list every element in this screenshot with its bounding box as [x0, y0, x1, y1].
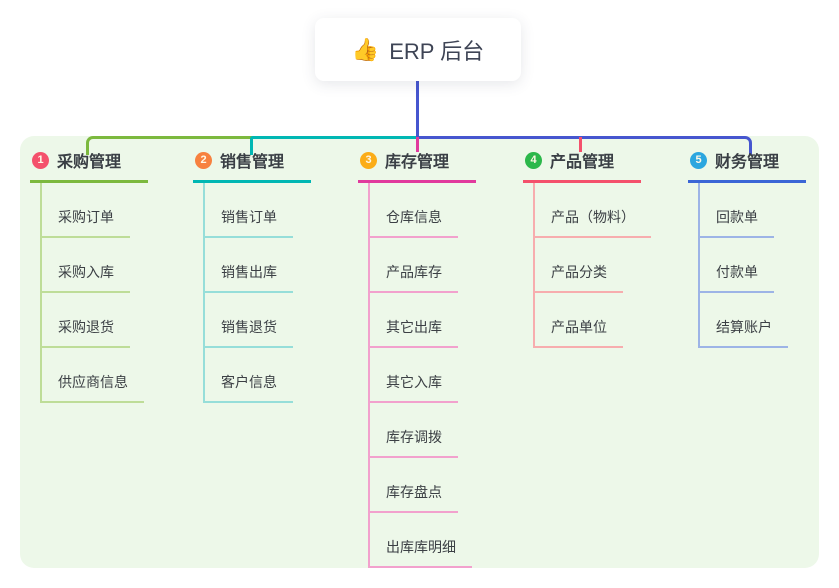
connector-elbow-branch2 [250, 136, 419, 155]
child-label: 销售出库 [205, 262, 293, 293]
child-label: 产品分类 [535, 262, 623, 293]
child-label: 采购入库 [42, 262, 130, 293]
child-label: 供应商信息 [42, 372, 144, 403]
branch-label: 销售管理 [220, 154, 285, 171]
connector-elbow-branch5 [416, 136, 752, 155]
child-label: 销售订单 [205, 207, 293, 238]
child-node[interactable]: 付款单 [700, 238, 788, 293]
branch-label: 库存管理 [385, 154, 450, 171]
child-label: 其它入库 [370, 372, 458, 403]
root-label: ERP 后台 [389, 38, 485, 64]
child-node[interactable]: 客户信息 [205, 348, 293, 403]
child-label: 客户信息 [205, 372, 293, 403]
child-node[interactable]: 回款单 [700, 183, 788, 238]
branch-number-badge: 1 [32, 151, 49, 169]
child-node[interactable]: 销售退货 [205, 293, 293, 348]
child-label: 出库库明细 [370, 537, 472, 568]
branch-children: 采购订单 采购入库 采购退货 供应商信息 [40, 183, 144, 403]
branch-number-badge: 5 [690, 151, 707, 169]
branch-5: 5 财务管理 回款单 付款单 结算账户 [688, 146, 806, 348]
child-label: 采购订单 [42, 207, 130, 238]
branches-background-panel [20, 136, 819, 568]
branch-label: 财务管理 [715, 154, 780, 171]
branch-header[interactable]: 2 销售管理 [193, 146, 311, 183]
child-node[interactable]: 库存调拨 [370, 403, 472, 458]
child-node[interactable]: 出库库明细 [370, 513, 472, 568]
branch-children: 回款单 付款单 结算账户 [698, 183, 788, 348]
child-label: 仓库信息 [370, 207, 458, 238]
child-label: 付款单 [700, 262, 774, 293]
child-node[interactable]: 产品分类 [535, 238, 651, 293]
connector-drop-branch4 [579, 137, 582, 152]
branch-children: 销售订单 销售出库 销售退货 客户信息 [203, 183, 293, 403]
child-label: 结算账户 [700, 317, 788, 348]
branch-children: 产品（物料） 产品分类 产品单位 [533, 183, 651, 348]
child-node[interactable]: 产品单位 [535, 293, 651, 348]
child-label: 产品库存 [370, 262, 458, 293]
branch-4: 4 产品管理 产品（物料） 产品分类 产品单位 [523, 146, 651, 348]
thumbs-up-icon: 👍 [351, 36, 380, 62]
child-node[interactable]: 采购入库 [42, 238, 144, 293]
branch-header[interactable]: 4 产品管理 [523, 146, 641, 183]
child-node[interactable]: 其它出库 [370, 293, 472, 348]
child-node[interactable]: 采购订单 [42, 183, 144, 238]
branch-3: 3 库存管理 仓库信息 产品库存 其它出库 其它入库 库存调拨 库存盘点 出库库… [358, 146, 476, 568]
branch-2: 2 销售管理 销售订单 销售出库 销售退货 客户信息 [193, 146, 311, 403]
child-node[interactable]: 产品库存 [370, 238, 472, 293]
child-label: 回款单 [700, 207, 774, 238]
child-label: 产品单位 [535, 317, 623, 348]
branch-children: 仓库信息 产品库存 其它出库 其它入库 库存调拨 库存盘点 出库库明细 [368, 183, 472, 568]
child-label: 库存调拨 [370, 427, 458, 458]
root-connector-stem [416, 80, 419, 136]
child-label: 其它出库 [370, 317, 458, 348]
child-node[interactable]: 库存盘点 [370, 458, 472, 513]
connector-drop-branch3 [416, 137, 419, 152]
child-node[interactable]: 供应商信息 [42, 348, 144, 403]
child-node[interactable]: 结算账户 [700, 293, 788, 348]
child-node[interactable]: 采购退货 [42, 293, 144, 348]
child-label: 产品（物料） [535, 207, 651, 238]
child-label: 库存盘点 [370, 482, 458, 513]
child-node[interactable]: 其它入库 [370, 348, 472, 403]
branch-header[interactable]: 3 库存管理 [358, 146, 476, 183]
branch-label: 采购管理 [57, 154, 122, 171]
branch-number-badge: 2 [195, 151, 212, 169]
root-node[interactable]: 👍 ERP 后台 [315, 18, 521, 81]
child-label: 采购退货 [42, 317, 130, 348]
child-node[interactable]: 仓库信息 [370, 183, 472, 238]
child-node[interactable]: 销售订单 [205, 183, 293, 238]
branch-header[interactable]: 1 采购管理 [30, 146, 148, 183]
branch-1: 1 采购管理 采购订单 采购入库 采购退货 供应商信息 [30, 146, 148, 403]
branch-number-badge: 4 [525, 151, 542, 169]
connector-elbow-branch1 [86, 136, 253, 155]
branch-number-badge: 3 [360, 151, 377, 169]
child-node[interactable]: 产品（物料） [535, 183, 651, 238]
branch-label: 产品管理 [550, 154, 615, 171]
child-label: 销售退货 [205, 317, 293, 348]
child-node[interactable]: 销售出库 [205, 238, 293, 293]
branch-header[interactable]: 5 财务管理 [688, 146, 806, 183]
